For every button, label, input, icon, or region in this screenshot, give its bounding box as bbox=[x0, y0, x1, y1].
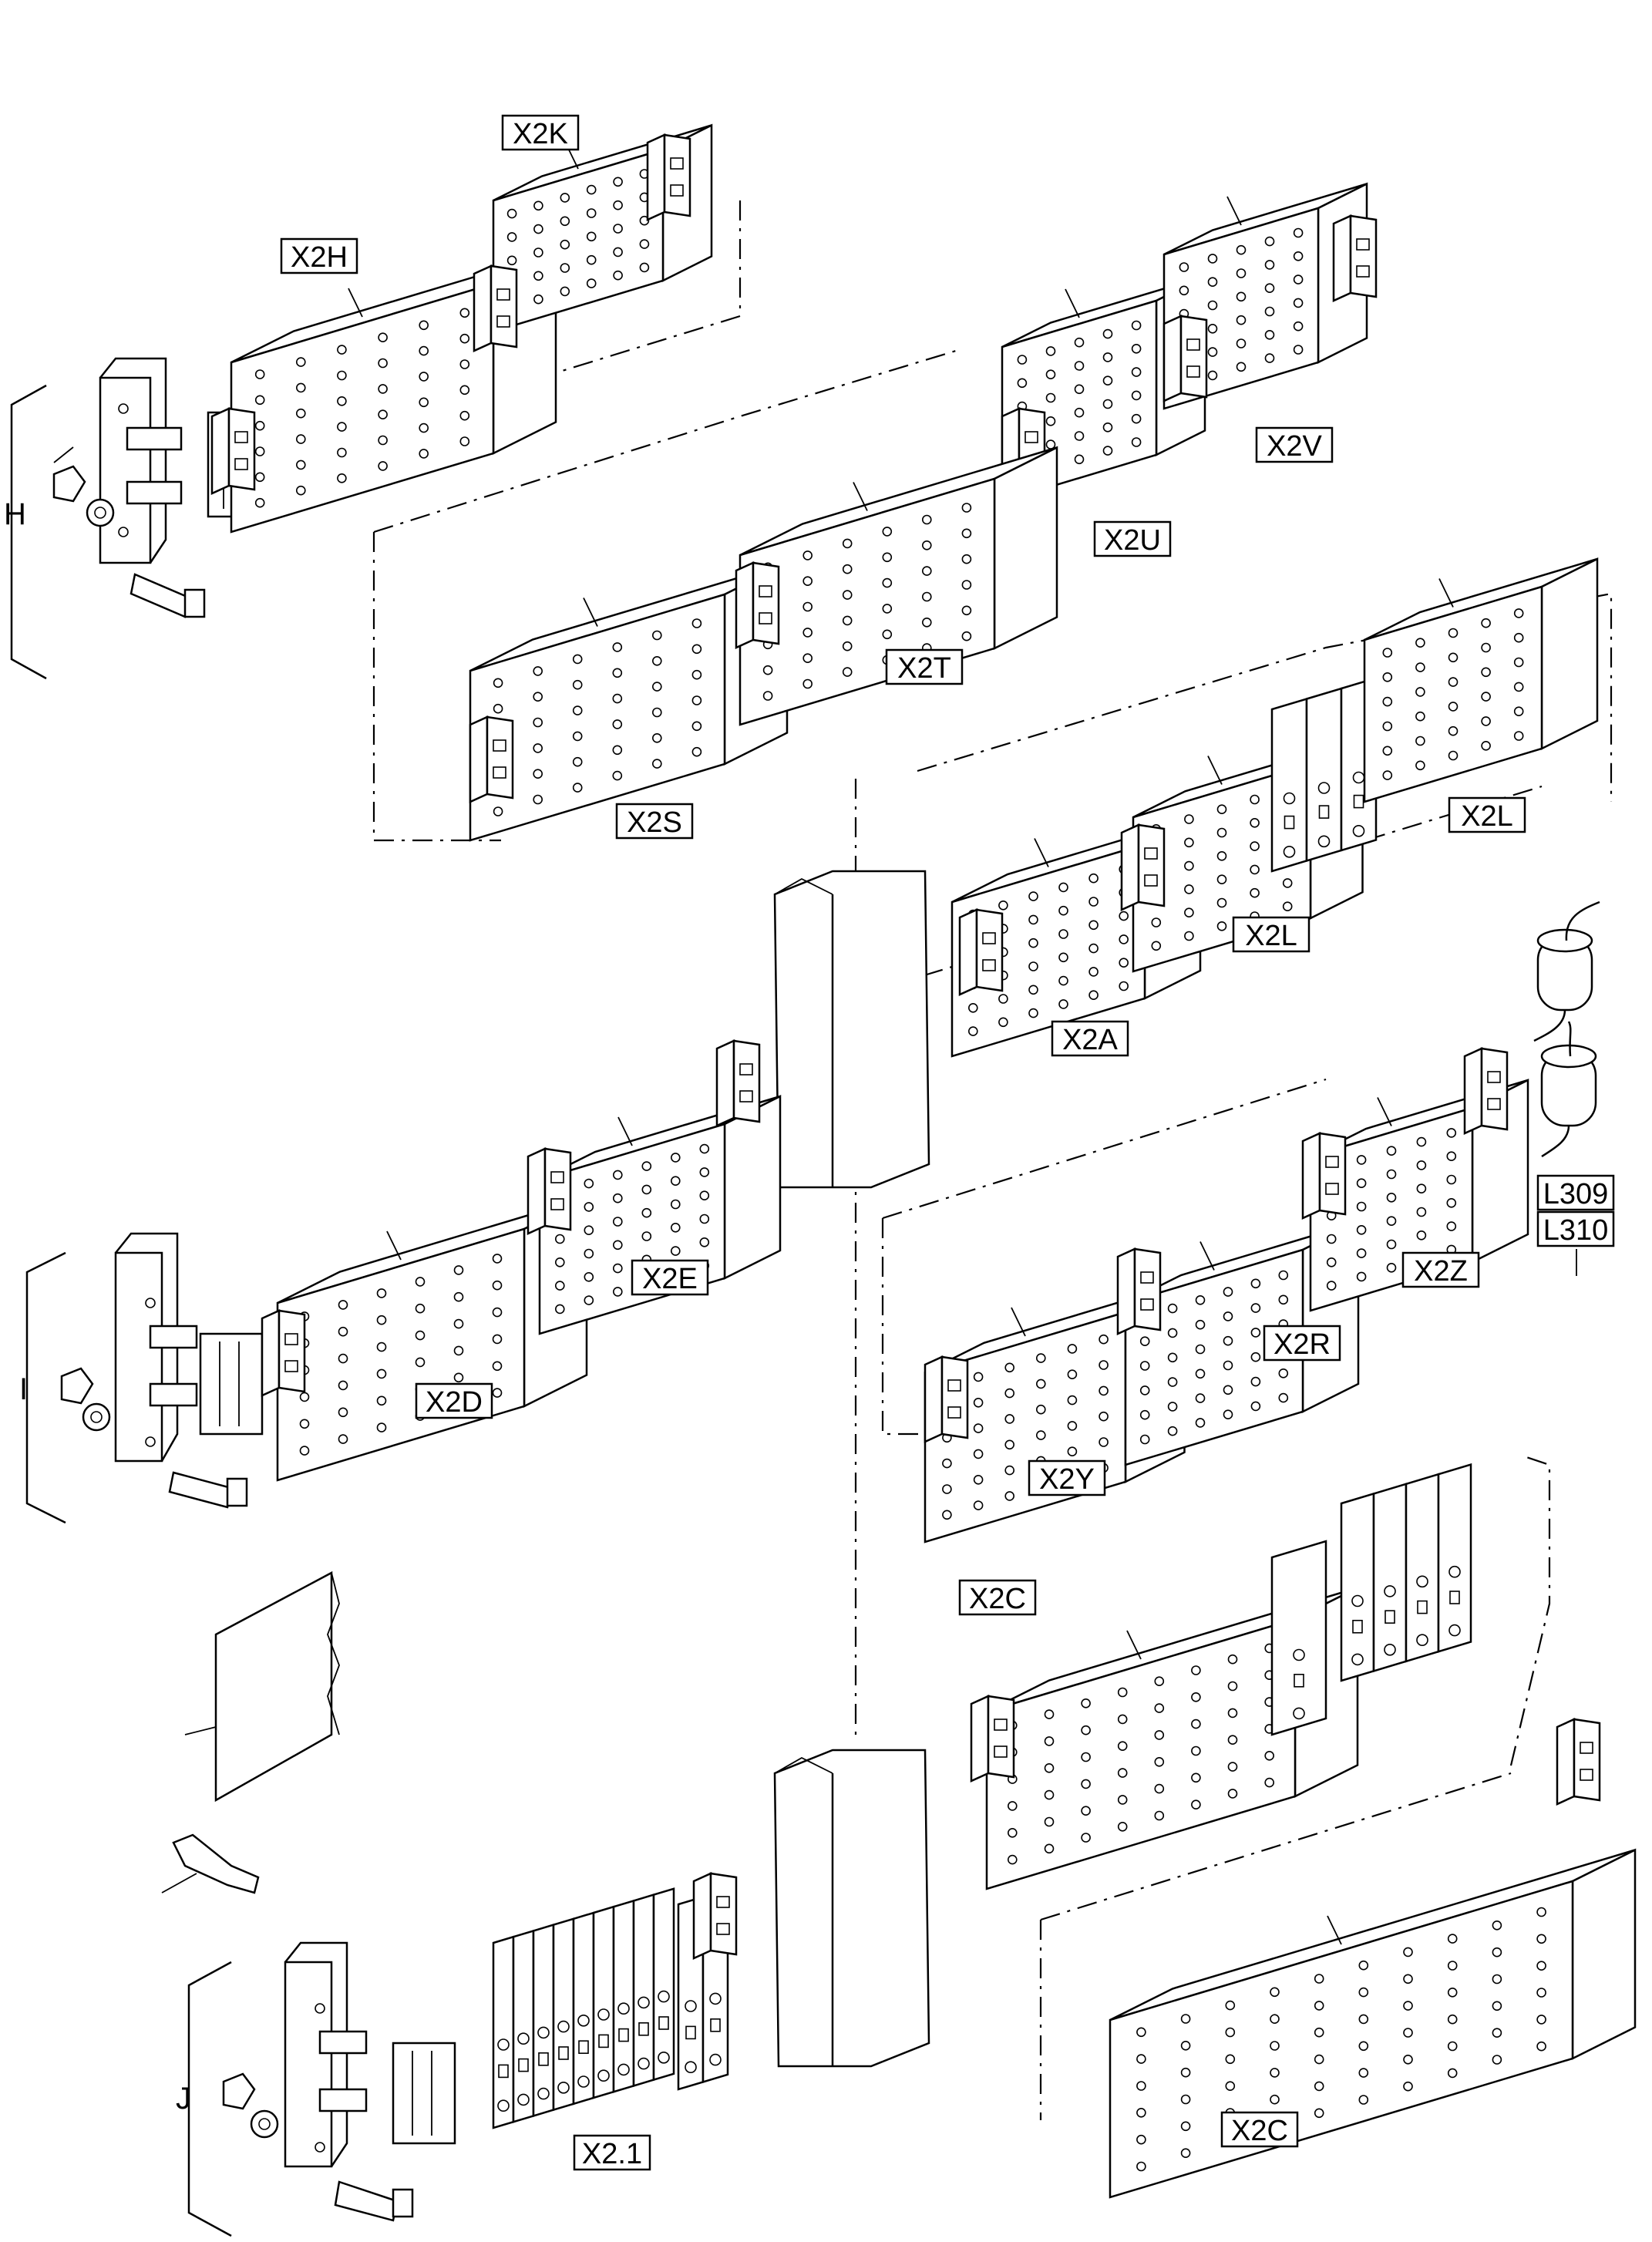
label-x2e-text: X2E bbox=[642, 1263, 698, 1295]
label-x21-text: X2.1 bbox=[582, 2138, 642, 2170]
label-x2c-bottom-text: X2C bbox=[1231, 2115, 1288, 2147]
label-x2s: X2S bbox=[615, 803, 694, 840]
slices-x2c-b bbox=[1340, 1463, 1472, 1682]
group-i-assembly bbox=[25, 1232, 264, 1524]
clip-x2z-a bbox=[1301, 1132, 1347, 1220]
clip-x2h bbox=[210, 407, 256, 495]
label-x2t: X2T bbox=[885, 648, 964, 685]
group-label-h: H bbox=[4, 497, 26, 531]
clip-x2v-a bbox=[1162, 315, 1208, 402]
block-x2e bbox=[538, 1094, 782, 1335]
block-x2l-top bbox=[1363, 557, 1599, 803]
label-x2s-text: X2S bbox=[627, 806, 682, 839]
clip-x2e-b bbox=[715, 1039, 761, 1127]
clip-x2v-b bbox=[1332, 214, 1378, 302]
ferrite-choke-l309 bbox=[1533, 901, 1600, 1042]
label-x2y-text: X2Y bbox=[1039, 1463, 1095, 1496]
label-x2t-text: X2T bbox=[897, 652, 951, 685]
clip-x2l-mid bbox=[1120, 823, 1166, 911]
clip-x2s bbox=[469, 715, 514, 803]
slices-x2c-a bbox=[1270, 1540, 1327, 1736]
label-x2l-top-text: X2L bbox=[1461, 800, 1513, 833]
label-x2e: X2E bbox=[631, 1259, 709, 1296]
slices-x21 bbox=[492, 1887, 675, 2129]
clip-x2k-b bbox=[646, 133, 691, 221]
label-x2c-top-text: X2C bbox=[969, 1583, 1026, 1615]
label-x2d: X2D bbox=[415, 1382, 493, 1419]
label-x2u-text: X2U bbox=[1104, 524, 1161, 557]
clip-x2e-a bbox=[527, 1147, 572, 1235]
label-x2c-top: X2C bbox=[958, 1579, 1037, 1616]
clip-x2z-b bbox=[1463, 1047, 1509, 1135]
group-j-assembly bbox=[187, 1941, 456, 2237]
label-x2h: X2H bbox=[280, 237, 358, 274]
clip-x2y bbox=[924, 1355, 969, 1443]
group-label-j: J bbox=[176, 2082, 191, 2116]
label-l309-text: L309 bbox=[1543, 1178, 1609, 1210]
cable-duct-lower bbox=[773, 1749, 930, 2068]
clip-x2d bbox=[261, 1309, 306, 1397]
clip-x2c-top bbox=[970, 1695, 1015, 1782]
label-x2r: X2R bbox=[1263, 1325, 1341, 1362]
label-x2v: X2V bbox=[1255, 426, 1334, 463]
clip-x2c-bottom bbox=[1556, 1718, 1601, 1806]
label-x2l-mid-text: X2L bbox=[1245, 920, 1297, 952]
label-l310: L310 bbox=[1536, 1210, 1615, 1247]
group-label-i: I bbox=[19, 1372, 28, 1406]
label-x2a: X2A bbox=[1051, 1020, 1129, 1057]
label-x2d-text: X2D bbox=[426, 1386, 483, 1419]
label-x2k-text: X2K bbox=[513, 118, 568, 150]
block-x2c-bottom bbox=[1109, 1848, 1637, 2199]
label-x2z-text: X2Z bbox=[1414, 1255, 1468, 1288]
label-x2a-text: X2A bbox=[1062, 1024, 1118, 1056]
clip-x2r bbox=[1116, 1247, 1162, 1335]
label-x2u: X2U bbox=[1093, 520, 1172, 557]
label-x2h-text: X2H bbox=[291, 241, 348, 274]
label-x2l-mid: X2L bbox=[1232, 916, 1310, 953]
label-l309: L309 bbox=[1536, 1174, 1615, 1211]
label-x2v-text: X2V bbox=[1267, 430, 1322, 463]
clip-x2t bbox=[735, 561, 780, 649]
cable-duct-upper bbox=[773, 870, 930, 1189]
label-x2z: X2Z bbox=[1401, 1251, 1480, 1288]
ferrite-choke-l310 bbox=[1540, 1021, 1597, 1276]
group-h-assembly bbox=[10, 357, 264, 680]
label-x2y: X2Y bbox=[1028, 1459, 1106, 1496]
label-x2l-top: X2L bbox=[1448, 796, 1526, 833]
label-x2k: X2K bbox=[501, 114, 580, 151]
terminal-blocks bbox=[210, 123, 1637, 2199]
slices-x2l bbox=[1270, 676, 1378, 873]
plug-pin bbox=[161, 1833, 260, 1894]
clip-x2a bbox=[958, 908, 1004, 996]
block-x2h bbox=[230, 251, 557, 534]
insulating-plate bbox=[184, 1570, 340, 1803]
clip-x21 bbox=[692, 1872, 738, 1960]
label-x2r-text: X2R bbox=[1273, 1328, 1331, 1361]
label-x21: X2.1 bbox=[573, 2134, 651, 2171]
label-x2c-bottom: X2C bbox=[1220, 2111, 1299, 2148]
clip-x2k-a bbox=[473, 264, 518, 352]
guide-lines bbox=[372, 200, 1613, 2120]
label-l310-text: L310 bbox=[1543, 1214, 1609, 1247]
